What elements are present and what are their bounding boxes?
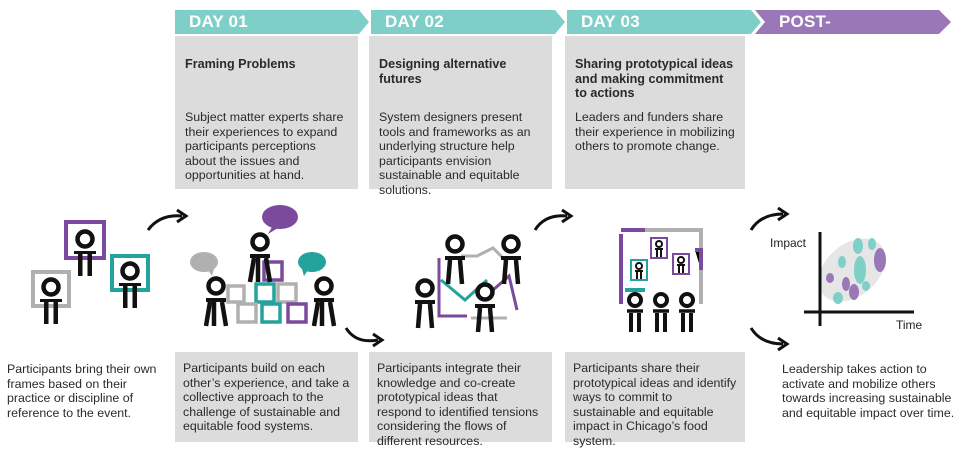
phase-day-01: DAY 01	[175, 10, 369, 34]
caption-day-01: Participants build on each other’s exper…	[175, 352, 358, 442]
caption-day-02: Participants integrate their knowledge a…	[369, 352, 552, 448]
impact-axis-label: Impact	[770, 236, 807, 250]
phase-label: DAY 02	[385, 12, 444, 31]
panel-title: Sharing prototypical ideas and making co…	[575, 57, 734, 101]
sharing-prototypes-illustration	[619, 228, 703, 334]
caption-post-conference: Leadership takes action to activate and …	[782, 362, 955, 420]
phase-label: POST-CONFERENCE	[779, 12, 901, 55]
panel-description: Subject matter experts share their exper…	[185, 110, 344, 183]
panel-description: System designers present tools and frame…	[379, 110, 531, 197]
panel-description: Leaders and funders share their experien…	[575, 110, 735, 154]
panel-day-01: Framing Problems Subject matter experts …	[175, 36, 358, 189]
phase-label: DAY 01	[189, 12, 248, 31]
caption-pre-event: Participants bring their own frames base…	[7, 362, 157, 420]
collective-building-illustration	[190, 205, 385, 348]
caption-day-03: Participants share their prototypical id…	[565, 352, 745, 448]
panel-title: Framing Problems	[185, 57, 296, 71]
co-creation-illustration	[405, 208, 574, 350]
phase-day-02: DAY 02	[371, 10, 565, 34]
time-axis-label: Time	[896, 318, 923, 332]
panel-day-02: Designing alternative futures System des…	[369, 36, 552, 197]
phase-label: DAY 03	[581, 12, 640, 31]
impact-over-time-chart	[804, 232, 914, 326]
phase-post-conference: POST-CONFERENCE	[755, 10, 951, 34]
panel-day-03: Sharing prototypical ideas and making co…	[565, 36, 745, 189]
arrows-to-outcomes	[749, 206, 790, 352]
panel-title: Designing alternative futures	[379, 57, 507, 86]
individual-frames-illustration	[31, 208, 189, 350]
phase-day-03: DAY 03	[567, 10, 761, 34]
